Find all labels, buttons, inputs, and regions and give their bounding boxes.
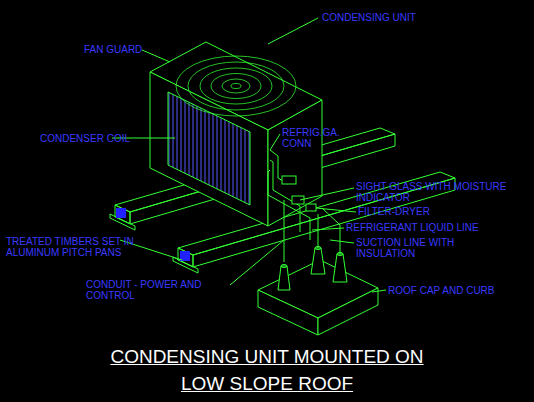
drawing-title: CONDENSING UNIT MOUNTED ON LOW SLOPE ROO… — [107, 343, 427, 397]
curb-label: ROOF CAP AND CURB — [388, 285, 528, 296]
filter-dryer-label: FILTER-DRYER — [358, 206, 478, 217]
sight-glass-label: SIGHT GLASS WITH MOISTURE INDICATOR — [356, 181, 528, 203]
fan-guard-label: FAN GUARD — [84, 44, 174, 55]
liquid-line-label: REFRIGERANT LIQUID LINE — [346, 222, 521, 233]
conduit-label: CONDUIT - POWER AND CONTROL — [86, 279, 231, 301]
suction-line-label: SUCTION LINE WITH INSULATION — [356, 237, 486, 259]
coil-label: CONDENSER COIL — [40, 133, 130, 144]
unit-label: CONDENSING UNIT — [322, 12, 522, 23]
connection-label: REFRIG.GA. CONN — [282, 127, 342, 149]
timbers-label: TREATED TIMBERS SET IN ALUMINUM PITCH PA… — [6, 236, 181, 258]
